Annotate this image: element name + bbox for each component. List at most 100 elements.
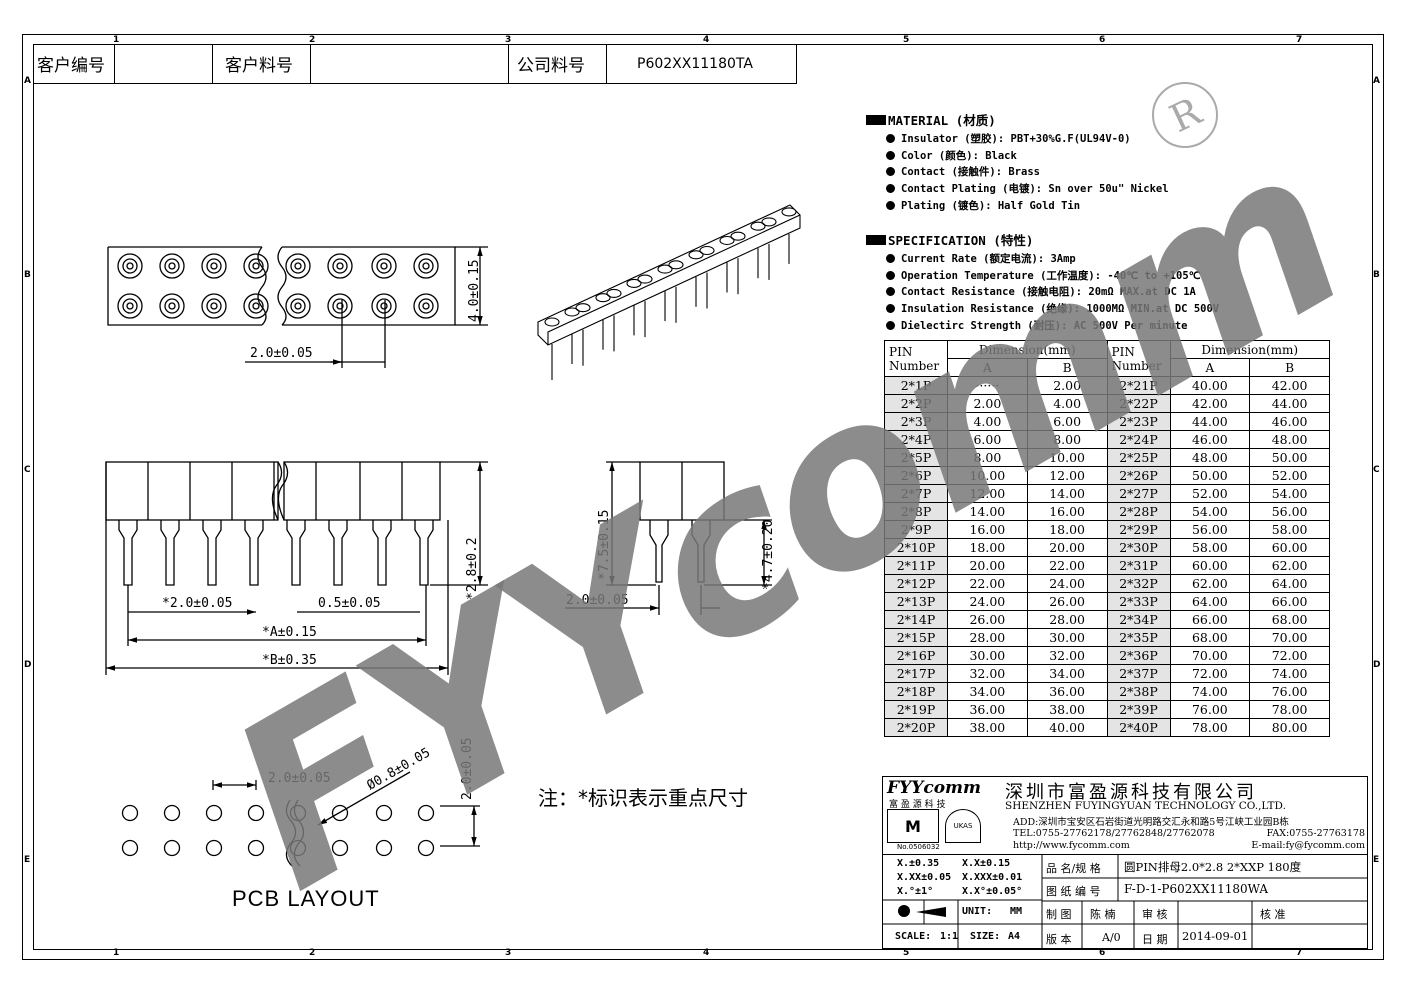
cert-number: No.0506032 <box>897 843 940 851</box>
dim-a-cell: 38.00 <box>947 718 1028 737</box>
company-web: http://www.fycomm.com <box>1013 840 1130 851</box>
zone-col-3-top: 3 <box>505 35 512 45</box>
top-hole-outer <box>285 293 311 319</box>
customer-part-value[interactable] <box>311 44 509 84</box>
spec-item: Current Rate (额定电流): 3Amp <box>886 251 1219 268</box>
customer-no-value[interactable] <box>115 44 213 84</box>
material-item: Contact Plating (电镀): Sn over 50u" Nicke… <box>886 181 1169 198</box>
side-pin <box>202 520 222 586</box>
dim-b-cell: 18.00 <box>1026 520 1108 539</box>
dim-a-cell: 34.00 <box>947 682 1028 701</box>
top-hole-outer <box>117 253 143 279</box>
pcb-pitch: 2.0±0.05 <box>268 771 331 786</box>
zone-row-d-right: D <box>1373 660 1381 670</box>
pin-cell: 2*3P <box>884 412 948 431</box>
dim-a-cell-right: 78.00 <box>1169 718 1251 737</box>
pin-cell-right: 2*29P <box>1106 520 1171 539</box>
dim-a-cell-right: 40.00 <box>1169 376 1251 395</box>
cert-logos: M UKAS No.0506032 <box>887 809 997 851</box>
dim-b-cell-right: 54.00 <box>1249 484 1330 503</box>
top-hole-outer <box>413 253 439 279</box>
iso-hole <box>761 217 777 227</box>
pcb-hole <box>163 839 181 857</box>
pcb-hole <box>205 839 223 857</box>
dim-side-b: *B±0.35 <box>262 653 317 668</box>
top-hole-mid <box>206 258 222 274</box>
side-pin <box>414 520 434 586</box>
dim-a-cell: 22.00 <box>947 574 1028 593</box>
pin-cell-right: 2*39P <box>1106 700 1171 719</box>
dim-b-cell-right: 64.00 <box>1249 574 1330 593</box>
registered-mark: R <box>1152 82 1218 148</box>
company-address: ADD:深圳市宝安区石岩街道光明路交汇永和路5号江峡工业园B栋 <box>1013 817 1289 828</box>
dim-b-cell-right: 66.00 <box>1249 592 1330 611</box>
top-hole-inner <box>210 302 218 310</box>
zone-col-6-top: 6 <box>1099 35 1106 45</box>
dim-a-cell: 24.00 <box>947 592 1028 611</box>
zone-col-4-bottom: 4 <box>703 948 710 958</box>
drawer-name: 陈 楠 <box>1090 908 1116 921</box>
dim-b-cell-right: 42.00 <box>1249 376 1330 395</box>
top-hole-outer <box>117 293 143 319</box>
pin-cell-right: 2*33P <box>1106 592 1171 611</box>
pin-cell: 2*15P <box>884 628 948 647</box>
zone-col-7-bottom: 7 <box>1296 948 1303 958</box>
top-hole-inner <box>168 262 176 270</box>
pcb-hole <box>331 839 349 857</box>
material-item: Plating (镀色): Half Gold Tin <box>886 198 1169 215</box>
zone-col-2-bottom: 2 <box>309 948 316 958</box>
pcb-hole <box>121 839 139 857</box>
pin-cell: 2*5P <box>884 448 948 467</box>
top-view-body <box>107 246 456 326</box>
zone-col-4-top: 4 <box>703 35 710 45</box>
zone-col-2-top: 2 <box>309 35 316 45</box>
pin-cell-right: 2*31P <box>1106 556 1171 575</box>
pin-cell: 2*7P <box>884 484 948 503</box>
dim-a-cell-right: 62.00 <box>1169 574 1251 593</box>
iso-hole <box>730 231 746 241</box>
tolerance-6: X.X°±0.05° <box>962 886 1023 897</box>
version-label: 版 本 <box>1046 933 1072 946</box>
dim-a-cell-right: 68.00 <box>1169 628 1251 647</box>
zone-row-c-left: C <box>24 465 31 475</box>
dim-b-cell: 22.00 <box>1026 556 1108 575</box>
registered-letter: R <box>1162 89 1208 141</box>
pcb-hole: Ø0.8±0.05 <box>365 745 434 793</box>
top-hole-outer <box>243 253 269 279</box>
top-hole-inner <box>294 302 302 310</box>
dimension-header-right: Dimension(mm) <box>1169 340 1330 359</box>
zone-col-1-bottom: 1 <box>113 948 120 958</box>
tolerance-3: X.XX±0.05 <box>897 872 952 883</box>
dim-a-cell: 30.00 <box>947 646 1028 665</box>
dim-a-cell: 4.00 <box>947 412 1028 431</box>
dim-b-cell: 24.00 <box>1026 574 1108 593</box>
dim-a-cell: ······ <box>947 376 1028 395</box>
zone-col-7-top: 7 <box>1296 35 1303 45</box>
dim-a-cell: 2.00 <box>947 394 1028 413</box>
top-hole-inner <box>336 302 344 310</box>
pcb-hole <box>375 839 393 857</box>
col-b-header: B <box>1026 358 1108 377</box>
tolerance-4: X.XXX±0.01 <box>962 872 1023 883</box>
top-hole-mid <box>248 298 264 314</box>
dim-end-pin: *4.7±0.20 <box>761 520 776 590</box>
col-b-header-right: B <box>1249 358 1330 377</box>
tolerance-5: X.°±1° <box>897 886 934 897</box>
dim-a-cell: 18.00 <box>947 538 1028 557</box>
pin-cell: 2*19P <box>884 700 948 719</box>
pin-cell: 2*10P <box>884 538 948 557</box>
top-hole-mid <box>206 298 222 314</box>
top-hole-mid <box>164 258 180 274</box>
dim-b-cell: 28.00 <box>1026 610 1108 629</box>
top-hole-mid <box>248 258 264 274</box>
material-item-text: Insulator (塑胶): PBT+30%G.F(UL94V-0) <box>901 133 1131 145</box>
dim-b-cell: 36.00 <box>1026 682 1108 701</box>
drawing-no-label: 图 纸 编 号 <box>1046 885 1101 898</box>
